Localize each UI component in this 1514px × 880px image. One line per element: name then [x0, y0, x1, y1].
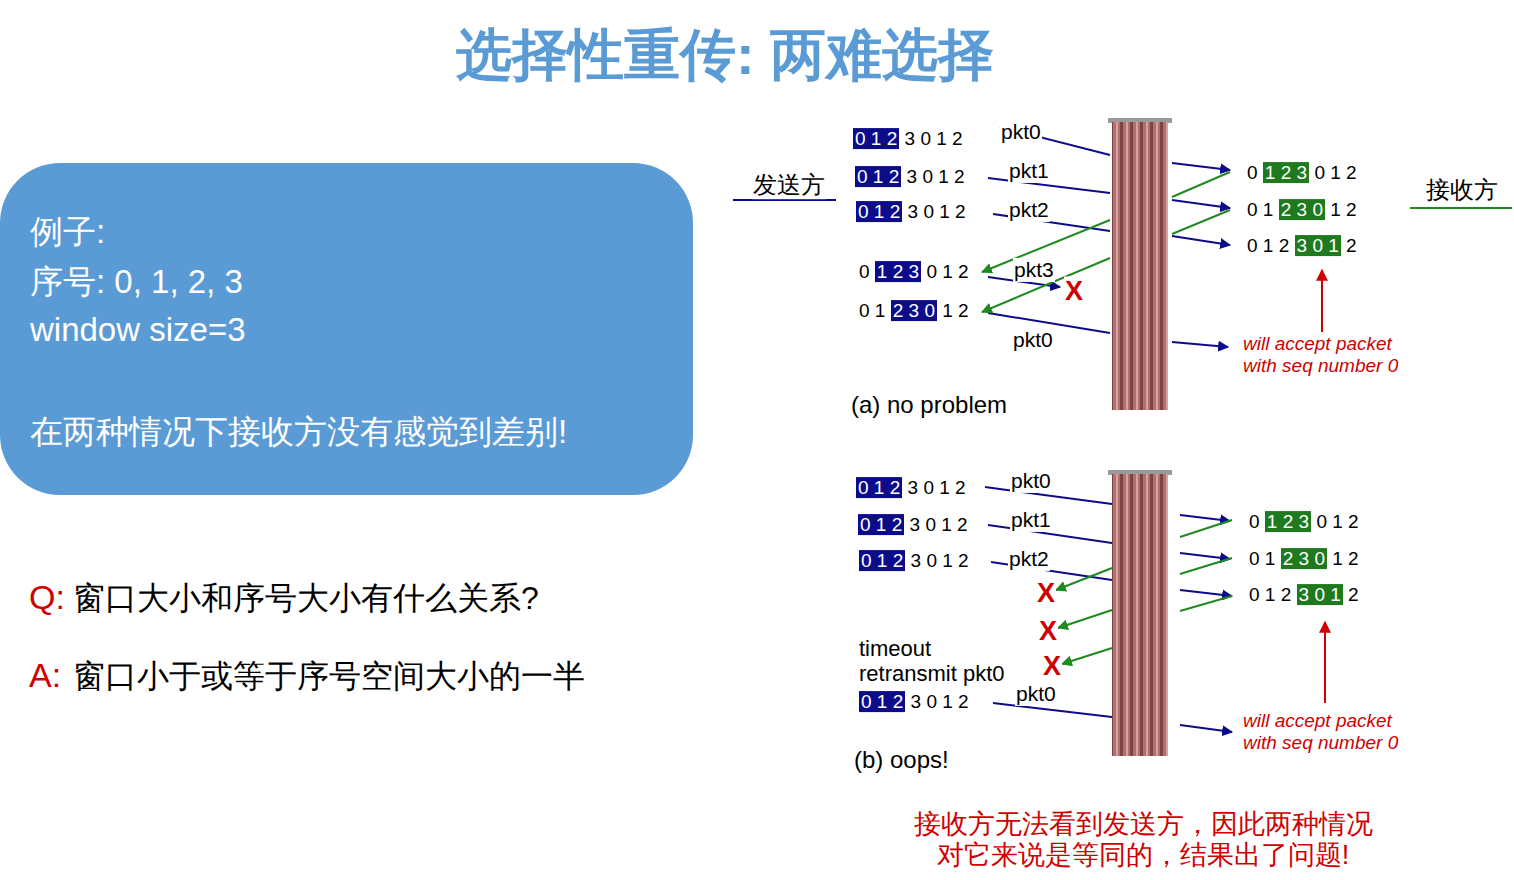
window-highlight: 2 3 0	[1281, 548, 1327, 569]
box-text: 序号: 0, 1, 2, 3	[30, 263, 243, 301]
packet-arrows	[988, 127, 1230, 347]
sequence-digits: 3 0 1 2	[905, 550, 968, 571]
packet-label: pkt0	[1000, 120, 1042, 144]
window-highlight: 0 1 2	[855, 166, 901, 187]
sequence-row: 0 1 2 3 0 1 2	[858, 300, 970, 322]
window-highlight: 1 2 3	[875, 261, 921, 282]
sequence-digits: 0 1 2	[1309, 162, 1357, 183]
note: will accept packet with seq number 0	[1242, 333, 1429, 377]
packet-label: pkt0	[1012, 328, 1054, 352]
sequence-digits: 3 0 1 2	[904, 514, 967, 535]
window-highlight: 0 1 2	[856, 477, 902, 498]
receiver-underline	[1410, 207, 1512, 209]
box-text: 在两种情况下接收方没有感觉到差别!	[30, 413, 567, 451]
sequence-row: 0 1 2 3 0 1 2	[858, 691, 970, 713]
sequence-row: 0 1 2 3 0 1 2	[852, 128, 964, 150]
sequence-digits: 3 0 1 2	[902, 201, 965, 222]
packet-label: pkt0	[1010, 469, 1052, 493]
example-box: 例子: 序号: 0, 1, 2, 3 window size=3 在两种情况下接收方没…	[0, 163, 693, 495]
sequence-row: 0 1 2 3 0 1 2	[855, 477, 967, 499]
note: will accept packet with seq number 0	[1242, 710, 1429, 754]
window-highlight: 2 3 0	[891, 300, 937, 321]
ack-arrows	[982, 172, 1230, 312]
pointer-arrow	[1324, 622, 1326, 703]
loss-mark: X	[1042, 651, 1062, 682]
sequence-digits: 0 1	[1249, 548, 1281, 569]
window-highlight: 0 1 2	[856, 201, 902, 222]
sequence-digits: 3 0 1 2	[905, 691, 968, 712]
case-label: (b) oops!	[853, 746, 950, 774]
sequence-row: 0 1 2 3 0 1 2	[858, 550, 970, 572]
window-highlight: 3 0 1	[1295, 235, 1341, 256]
window-highlight: 0 1 2	[858, 514, 904, 535]
curtain	[1108, 118, 1172, 410]
timeout-note: timeout retransmit pkt0	[858, 636, 1035, 687]
question-mark: Q:	[28, 578, 66, 617]
sequence-row: 0 1 2 3 0 1 2	[854, 166, 966, 188]
sender-underline	[733, 199, 836, 201]
window-highlight: 2 3 0	[1279, 199, 1325, 220]
sequence-digits: 1 2	[937, 300, 969, 321]
ack-arrows	[1056, 520, 1232, 664]
sequence-digits: 3 0 1 2	[902, 477, 965, 498]
sequence-digits: 0	[1247, 162, 1263, 183]
sequence-row: 0 1 2 3 0 1 2	[1248, 584, 1360, 606]
sequence-digits: 0 1	[859, 300, 891, 321]
box-text: window size=3	[30, 311, 246, 349]
sequence-digits: 0 1 2	[1311, 511, 1359, 532]
sequence-row: 0 1 2 3 0 1 2	[857, 514, 969, 536]
packet-label: pkt1	[1010, 508, 1052, 532]
sequence-digits: 0	[1249, 511, 1265, 532]
answer: 窗口小于或等于序号空间大小的一半	[72, 658, 586, 695]
sequence-digits: 3 0 1 2	[901, 166, 964, 187]
loss-mark: X	[1064, 276, 1084, 307]
packet-label: pkt3	[1013, 258, 1055, 282]
case-label: (a) no problem	[850, 391, 1008, 419]
window-highlight: 1 2 3	[1265, 511, 1311, 532]
packet-arrows	[985, 487, 1232, 732]
sequence-digits: 2	[1341, 235, 1357, 256]
sequence-digits: 3 0 1 2	[899, 128, 962, 149]
window-highlight: 1 2 3	[1263, 162, 1309, 183]
sequence-digits: 0 1 2	[1247, 235, 1295, 256]
sequence-digits: 0 1 2	[1249, 584, 1297, 605]
sequence-row: 0 1 2 3 0 1 2	[1246, 162, 1358, 184]
loss-mark: X	[1036, 578, 1056, 609]
sequence-row: 0 1 2 3 0 1 2	[855, 201, 967, 223]
receiver-label: 接收方	[1425, 176, 1499, 204]
packet-label: pkt2	[1008, 547, 1050, 571]
sequence-row: 0 1 2 3 0 1 2	[1248, 511, 1360, 533]
sender-label: 发送方	[752, 171, 826, 199]
packet-label: pkt1	[1008, 159, 1050, 183]
sequence-row: 0 1 2 3 0 1 2	[1246, 199, 1358, 221]
caption: 接收方无法看到发送方，因此两种情况 对它来说是等同的，结果出了问题!	[898, 809, 1388, 871]
window-highlight: 0 1 2	[859, 550, 905, 571]
sequence-row: 0 1 2 3 0 1 2	[858, 261, 970, 283]
sequence-digits: 1 2	[1327, 548, 1359, 569]
window-highlight: 0 1 2	[859, 691, 905, 712]
pointer-arrow	[1321, 270, 1323, 332]
sequence-digits: 1 2	[1325, 199, 1357, 220]
sequence-digits: 0	[859, 261, 875, 282]
packet-label: pkt0	[1015, 682, 1057, 706]
window-highlight: 3 0 1	[1297, 584, 1343, 605]
curtain	[1108, 470, 1172, 756]
sequence-row: 0 1 2 3 0 1 2	[1246, 235, 1358, 257]
slide-title: 选择性重传: 两难选择	[456, 23, 994, 87]
loss-mark: X	[1038, 616, 1058, 647]
question: 窗口大小和序号大小有什么关系?	[72, 580, 540, 617]
sequence-digits: 2	[1343, 584, 1359, 605]
sequence-digits: 0 1	[1247, 199, 1279, 220]
window-highlight: 0 1 2	[853, 128, 899, 149]
sequence-row: 0 1 2 3 0 1 2	[1248, 548, 1360, 570]
sequence-digits: 0 1 2	[921, 261, 969, 282]
answer-mark: A:	[28, 656, 62, 695]
box-text: 例子:	[30, 213, 105, 251]
packet-label: pkt2	[1008, 198, 1050, 222]
